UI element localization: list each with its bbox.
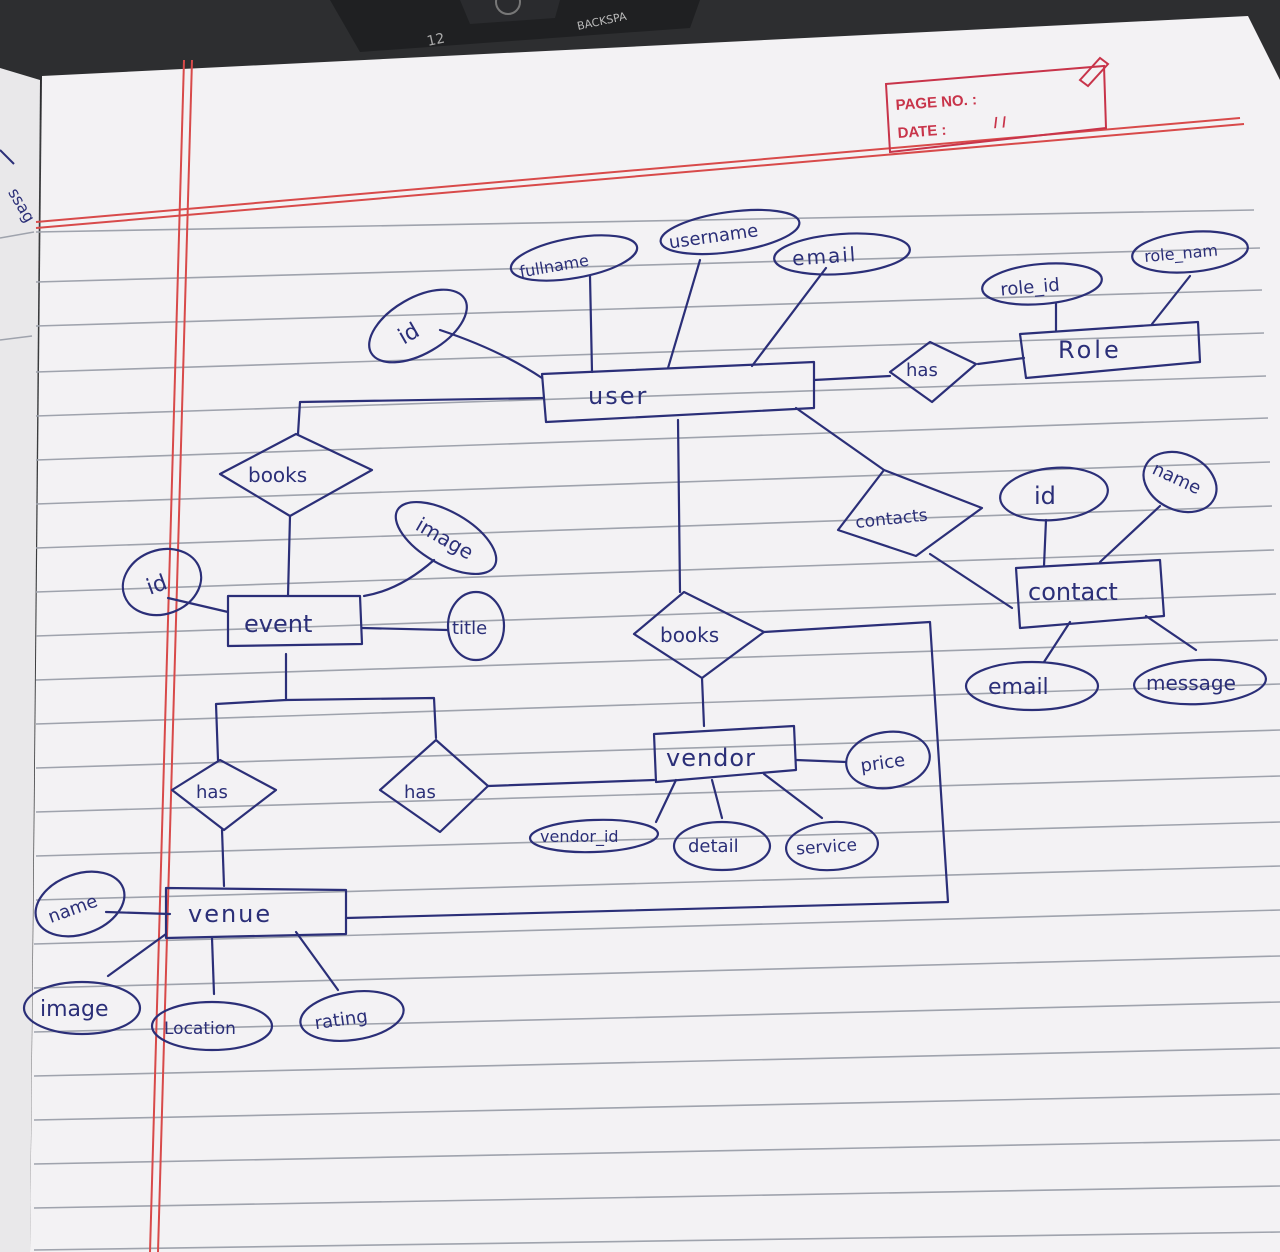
relationship-user-role-label: has: [906, 360, 938, 381]
date-label: DATE :: [897, 122, 947, 142]
relationship-user-role: has: [888, 340, 978, 404]
attribute-vendor-service: service: [784, 820, 880, 872]
entity-contact-label: contact: [1028, 578, 1118, 606]
left-page-fragment: ssag: [0, 68, 40, 1252]
attribute-event-title-label: title: [452, 618, 487, 639]
date-value: / /: [993, 114, 1007, 132]
relationship-user-event-label: books: [248, 463, 307, 487]
attribute-venue-image: image: [22, 980, 142, 1036]
attribute-event-title: title: [446, 590, 506, 662]
attribute-contact-message-label: message: [1146, 671, 1236, 695]
entity-role: Role: [1018, 320, 1202, 380]
page-date-stamp: PAGE NO. : DATE : / /: [884, 56, 1110, 154]
relationship-event-venue-label: has: [196, 782, 228, 803]
attribute-role-id-label: role_id: [999, 275, 1060, 301]
entity-contact: contact: [1014, 558, 1166, 630]
key-fragment-label: 12: [426, 31, 447, 50]
paper-sheet: [30, 16, 1280, 1252]
relationship-event-vendor-label: has: [404, 782, 436, 803]
attribute-vendor-service-label: service: [795, 835, 857, 859]
attribute-venue-image-label: image: [40, 997, 109, 1022]
relationship-event-venue: has: [170, 758, 278, 832]
attribute-contact-message: message: [1132, 658, 1268, 706]
relationship-user-event: books: [218, 432, 374, 518]
attribute-role-id: role_id: [981, 262, 1103, 306]
relationship-user-vendor: books: [632, 590, 766, 680]
attribute-user-email: email: [773, 232, 911, 276]
connector-lines: [104, 258, 1198, 996]
entity-event-label: event: [244, 610, 312, 638]
attribute-vendor-id-label: vendor_id: [540, 827, 619, 847]
entity-vendor: vendor: [652, 724, 798, 784]
entity-venue: venue: [164, 886, 348, 940]
relationship-user-vendor-label: books: [660, 623, 719, 647]
entity-role-label: Role: [1058, 336, 1122, 364]
entity-vendor-label: vendor: [666, 744, 756, 772]
attribute-vendor-id: vendor_id: [528, 818, 660, 854]
attribute-venue-location: Location: [150, 1000, 274, 1052]
attribute-vendor-detail: detail: [672, 820, 772, 872]
attribute-contact-id-label: id: [1034, 482, 1056, 510]
attribute-venue-location-label: Location: [164, 1019, 236, 1039]
attribute-vendor-detail-label: detail: [688, 836, 739, 857]
entity-venue-label: venue: [188, 900, 272, 928]
attribute-contact-email-label: email: [988, 675, 1049, 700]
page-no-label: PAGE NO. :: [895, 91, 977, 114]
entity-event: event: [226, 594, 364, 648]
attribute-contact-id: id: [999, 466, 1109, 522]
attribute-contact-email: email: [964, 660, 1100, 712]
relationship-event-vendor: has: [378, 738, 490, 834]
entity-user-label: user: [588, 382, 648, 410]
ruled-lines: [33, 209, 1280, 1251]
entity-user: user: [540, 360, 816, 424]
pencil-icon: [1078, 56, 1110, 88]
attribute-user-email-label: email: [791, 242, 858, 270]
er-diagram: user Role event contact vendor venue has: [22, 208, 1268, 1052]
